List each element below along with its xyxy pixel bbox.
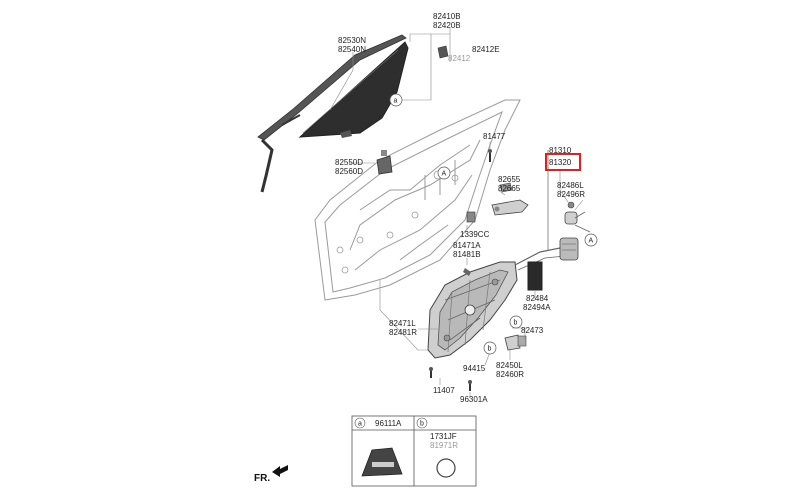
label-81471A[interactable]: 81471A bbox=[453, 241, 481, 250]
label-82494A[interactable]: 82494A bbox=[523, 303, 551, 312]
label-82560D[interactable]: 82560D bbox=[335, 167, 363, 176]
legend-part-81971R[interactable]: 81971R bbox=[430, 441, 458, 450]
leader-lines bbox=[329, 28, 584, 398]
door-latch-assembly bbox=[514, 150, 591, 291]
outside-handle-parts bbox=[491, 182, 529, 216]
window-regulator bbox=[427, 261, 518, 359]
door-glass bbox=[298, 41, 409, 138]
label-82450L[interactable]: 82450L bbox=[496, 361, 523, 370]
label-11407[interactable]: 11407 bbox=[433, 386, 455, 395]
label-82496R[interactable]: 82496R bbox=[557, 190, 585, 199]
label-81320[interactable]: 81320 bbox=[549, 158, 572, 167]
callout-a-glass: a bbox=[394, 98, 398, 105]
label-96301A[interactable]: 96301A bbox=[460, 395, 488, 404]
label-82540N[interactable]: 82540N bbox=[338, 45, 366, 54]
front-direction-indicator: FR. bbox=[254, 465, 288, 484]
callout-A-frame: A bbox=[442, 171, 447, 178]
label-81310[interactable]: 81310 bbox=[549, 146, 572, 155]
label-94415[interactable]: 94415 bbox=[463, 364, 486, 373]
label-82481R[interactable]: 82481R bbox=[389, 328, 417, 337]
callout-b-upper: b bbox=[514, 320, 518, 327]
label-82420B[interactable]: 82420B bbox=[433, 21, 461, 30]
legend-key-a: a bbox=[358, 421, 362, 428]
legend-part-1731JF[interactable]: 1731JF bbox=[430, 432, 457, 441]
label-82473[interactable]: 82473 bbox=[521, 326, 544, 335]
front-arrow-icon bbox=[272, 465, 288, 477]
label-82410B[interactable]: 82410B bbox=[433, 12, 461, 21]
label-82486L[interactable]: 82486L bbox=[557, 181, 584, 190]
legend-key-b: b bbox=[420, 421, 424, 428]
label-81477[interactable]: 81477 bbox=[483, 132, 506, 141]
label-82550D[interactable]: 82550D bbox=[335, 158, 363, 167]
label-82471L[interactable]: 82471L bbox=[389, 319, 416, 328]
highlight-box-81320 bbox=[545, 153, 581, 171]
label-82460R[interactable]: 82460R bbox=[496, 370, 524, 379]
label-82655[interactable]: 82655 bbox=[498, 175, 521, 184]
glass-run-channel bbox=[257, 34, 407, 193]
legend-part-96111A[interactable]: 96111A bbox=[375, 419, 402, 428]
front-label: FR. bbox=[254, 473, 270, 484]
label-82484[interactable]: 82484 bbox=[526, 294, 549, 303]
label-81481B[interactable]: 81481B bbox=[453, 250, 481, 259]
legend-table: a 96111A b 1731JF 81971R bbox=[351, 415, 477, 487]
callout-markers: a A A b b bbox=[389, 93, 598, 355]
label-82412E[interactable]: 82412E bbox=[472, 45, 500, 54]
label-82530N[interactable]: 82530N bbox=[338, 36, 366, 45]
seal-ring-icon bbox=[436, 458, 456, 478]
part-labels: 82410B 82420B 82530N 82540N 82412E 82412… bbox=[335, 12, 585, 404]
label-82665[interactable]: 82665 bbox=[498, 184, 521, 193]
label-1339CC[interactable]: 1339CC bbox=[460, 230, 490, 239]
callout-b-lower: b bbox=[488, 346, 492, 353]
label-82412[interactable]: 82412 bbox=[448, 54, 471, 63]
callout-A-latch: A bbox=[589, 238, 594, 245]
